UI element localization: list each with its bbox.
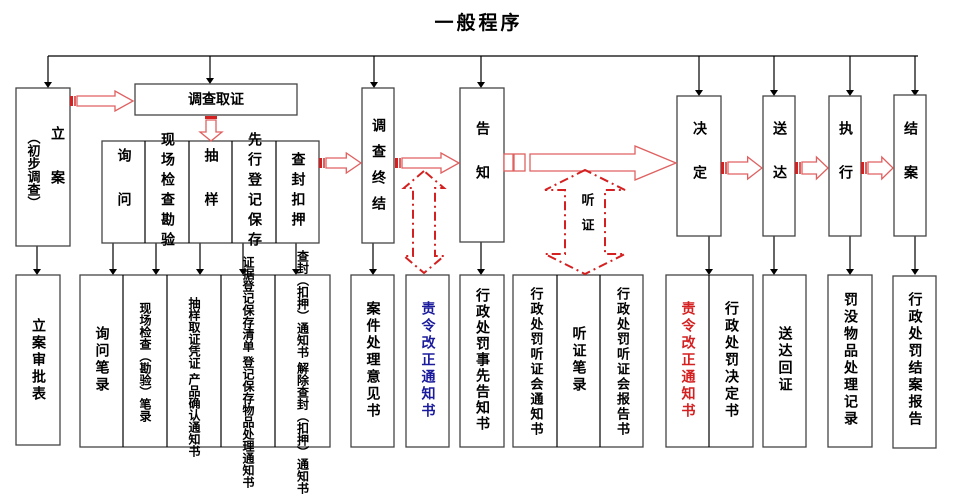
document-text-blue: 责令改正通知书 bbox=[419, 300, 436, 420]
drop-arrow-head bbox=[695, 90, 703, 96]
drop-arrow-head bbox=[705, 269, 713, 275]
arrow-lian-to-diaocha bbox=[70, 89, 135, 113]
drop-arrow-head bbox=[477, 269, 485, 275]
document-text-a: 证据登记保存清单 bbox=[241, 256, 255, 352]
dashed-double-arrow-hearing bbox=[544, 168, 626, 276]
stage-jiean-text: 结案 bbox=[902, 121, 918, 209]
document-text-a: 查封（扣押）通知书 bbox=[295, 250, 310, 358]
arrow-zhixing-to-jiean bbox=[861, 155, 894, 181]
substep-text: 查封扣押 bbox=[289, 152, 306, 232]
drop-arrow-head bbox=[770, 90, 778, 96]
drop-arrow-head bbox=[33, 269, 41, 275]
arrow-zhongjie-to-gaozhi bbox=[395, 151, 461, 175]
document-text: 罚没物品处理记录 bbox=[842, 292, 858, 428]
drop-arrows bbox=[33, 56, 919, 275]
arrow-substeps-to-zhongjie bbox=[319, 151, 363, 175]
doc-box bbox=[405, 274, 450, 448]
doc-box-group bbox=[79, 274, 331, 448]
drop-arrow-head bbox=[770, 269, 778, 275]
stage-box-jiean bbox=[893, 94, 927, 237]
drop-arrow-head bbox=[477, 82, 485, 88]
hearing-label: 听证 bbox=[578, 193, 594, 243]
diagram-title: 一般程序 bbox=[434, 12, 523, 34]
stage-box-zhixing bbox=[828, 95, 862, 237]
drop-arrow-head bbox=[846, 90, 854, 96]
substep-text: 先行登记保存 bbox=[246, 132, 262, 252]
document-text: 行政处罚事先告知书 bbox=[474, 288, 490, 432]
doc-box bbox=[892, 275, 937, 449]
doc-box-group bbox=[512, 274, 644, 448]
document-text: 行政处罚结案报告 bbox=[906, 292, 923, 428]
drop-arrow-head bbox=[911, 269, 919, 275]
document-text-b: 解除查封（扣押）通知书 bbox=[295, 362, 310, 494]
document-text: 听证笔录 bbox=[570, 326, 587, 394]
stage-lian-sub: （初步调查） bbox=[24, 131, 40, 209]
document-text-b: 登记保存物品处理通知书 bbox=[241, 356, 255, 488]
substep-text: 询问 bbox=[115, 148, 132, 236]
boxes bbox=[15, 83, 937, 449]
doc-box bbox=[15, 274, 61, 446]
stage-diaocha-quzheng-text: 调查取证 bbox=[188, 91, 244, 108]
document-text: 行政处罚决定书 bbox=[723, 300, 739, 420]
stage-box-gaozhi bbox=[459, 87, 505, 243]
dashed-double-arrow-correction bbox=[401, 169, 447, 275]
document-text: 行政处罚听证会通知书 bbox=[527, 287, 543, 437]
doc-box bbox=[350, 274, 395, 448]
doc-box bbox=[827, 274, 873, 448]
document-text: 送达回证 bbox=[776, 326, 793, 394]
document-text: 立案审批表 bbox=[30, 317, 46, 403]
document-text: 现场检查（勘验）笔录 bbox=[138, 302, 152, 422]
document-text: 证据登记保存清单 登记保存物品处理通知书 bbox=[221, 256, 275, 488]
stage-jueding-text: 决定 bbox=[691, 121, 707, 209]
document-text: 查封（扣押）通知书 解除查封（扣押）通知书 bbox=[275, 250, 330, 494]
arrow-gaozhi-to-jueding bbox=[503, 145, 678, 181]
document-text: 案件处理意见书 bbox=[364, 300, 381, 420]
drop-arrow-head bbox=[239, 269, 247, 275]
substep-text: 抽样 bbox=[202, 148, 219, 236]
stage-songda-text: 送达 bbox=[771, 121, 787, 209]
arrow-to-substeps bbox=[198, 116, 224, 142]
document-text-a: 抽样取证凭证 bbox=[187, 297, 201, 369]
drop-arrow-head bbox=[369, 269, 377, 275]
substep-text: 现场检查勘验 bbox=[159, 132, 175, 252]
stage-diaocha-zhongjie-text: 调查终结 bbox=[370, 118, 386, 222]
document-text-b: 产品确认通知书 bbox=[187, 373, 201, 457]
drop-arrow-head bbox=[846, 269, 854, 275]
drop-arrow-head bbox=[911, 90, 919, 96]
drop-arrow-head bbox=[292, 269, 300, 275]
stage-gaozhi-text: 告知 bbox=[474, 121, 490, 209]
substeps-box bbox=[101, 140, 320, 244]
doc-box bbox=[459, 274, 505, 448]
stage-box-diaocha-quzheng bbox=[134, 83, 298, 116]
document-text: 询问笔录 bbox=[93, 326, 110, 394]
drop-arrow-head bbox=[44, 82, 52, 88]
document-text-red: 责令改正通知书 bbox=[679, 300, 696, 420]
drop-arrow-head bbox=[206, 78, 214, 84]
drop-arrow-head bbox=[196, 269, 204, 275]
stage-lian-text: 立案 bbox=[49, 126, 65, 214]
arrow-jueding-to-songda bbox=[721, 155, 764, 181]
flow-arrows bbox=[70, 89, 894, 181]
stage-box-lian bbox=[15, 87, 71, 247]
doc-box bbox=[762, 274, 807, 448]
stage-zhixing-text: 执行 bbox=[837, 121, 853, 209]
drop-arrow-head bbox=[152, 269, 160, 275]
flowchart bbox=[15, 55, 937, 449]
document-text: 行政处罚听证会报告书 bbox=[614, 287, 629, 437]
document-text: 抽样取证凭证 产品确认通知书 bbox=[167, 279, 221, 457]
drop-arrow-head bbox=[370, 82, 378, 88]
drop-arrow-head bbox=[109, 269, 117, 275]
stage-box-diaocha-zhongjie bbox=[361, 87, 395, 244]
arrow-songda-to-zhixing bbox=[795, 155, 829, 181]
